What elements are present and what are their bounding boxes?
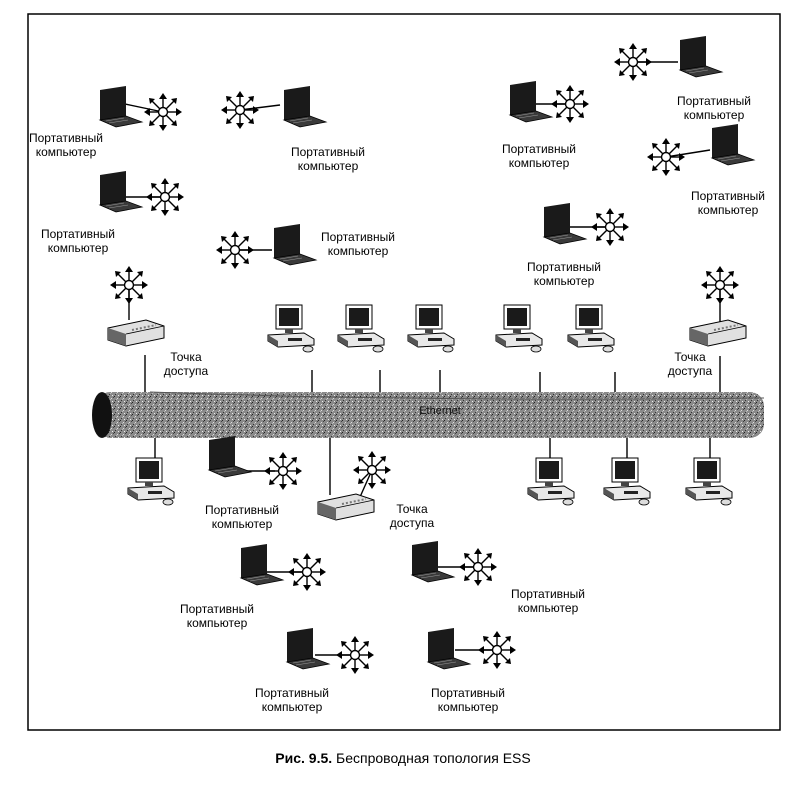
wireless-antenna-icon <box>145 177 185 217</box>
ethernet-label: Ethernet <box>419 405 461 417</box>
wireless-antenna-icon <box>646 137 686 177</box>
wireless-antenna-icon <box>220 90 260 130</box>
figure-caption: Рис. 9.5. Беспроводная топология ESS <box>0 750 806 766</box>
drop-lines <box>144 355 721 495</box>
wireless-antenna-icon <box>458 547 498 587</box>
wireless-antenna-icon <box>700 265 740 305</box>
wireless-antenna-icon <box>287 552 327 592</box>
wireless-antenna-icon <box>550 84 590 124</box>
ethernet-bus <box>92 391 765 438</box>
wireless-antenna-icon <box>335 635 375 675</box>
wireless-antenna-icon <box>263 451 303 491</box>
caption-text: Беспроводная топология ESS <box>336 750 531 766</box>
wireless-antenna-icon <box>477 630 517 670</box>
wireless-antenna-icon <box>352 450 392 490</box>
caption-prefix: Рис. 9.5. <box>275 750 333 766</box>
wireless-antenna-icon <box>590 207 630 247</box>
wireless-antenna-icon <box>143 92 183 132</box>
figure-frame <box>27 13 781 731</box>
wireless-antenna-icon <box>109 265 149 305</box>
wireless-antenna-icon <box>613 42 653 82</box>
wireless-antenna-icon <box>215 230 255 270</box>
